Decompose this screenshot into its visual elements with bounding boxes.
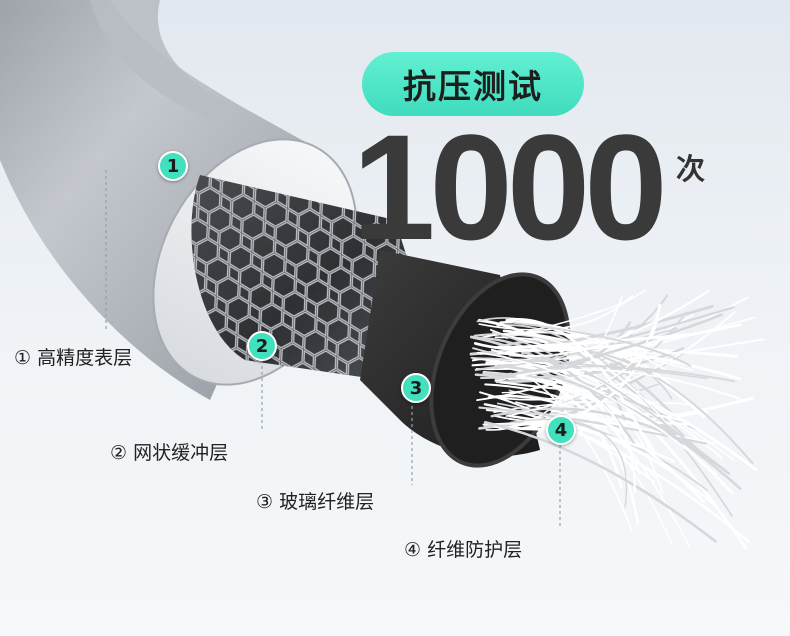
layer-label-fiberglass: ③ 玻璃纤维层	[256, 491, 375, 513]
fiber-strands	[469, 289, 765, 551]
fiber-strand	[473, 323, 742, 352]
fiber-strand	[492, 331, 708, 458]
fiber-strand	[516, 368, 741, 400]
fiber-strand	[507, 377, 636, 494]
fiber-strand	[509, 418, 628, 508]
pressure-test-badge: 抗压测试	[362, 52, 584, 116]
fiber-strand	[487, 394, 706, 504]
fiber-strand	[512, 289, 646, 336]
fiber-strand	[482, 423, 657, 479]
test-count-unit: 次	[676, 152, 706, 186]
layer-label-fiber-protection: ④ 纤维防护层	[404, 539, 523, 561]
fiber-strand	[505, 327, 654, 417]
fiber-strand	[477, 318, 748, 551]
layer-label-surface: ① 高精度表层	[14, 347, 133, 369]
fiber-strand	[492, 310, 736, 401]
fiber-strand	[483, 420, 717, 543]
test-count-number: 1000	[352, 103, 668, 271]
jacket-top-curve	[90, 0, 245, 122]
fiber-strand	[490, 289, 710, 358]
fiber-strand	[499, 320, 670, 385]
layer-marker-2: 2	[247, 331, 277, 361]
fiber-strand	[470, 356, 708, 380]
fiber-strand	[490, 407, 731, 475]
fiber-strand	[515, 401, 724, 446]
fiber-strand	[476, 351, 718, 476]
fiber-strand	[502, 333, 689, 350]
fiber-strand	[478, 294, 634, 331]
fiber-strand	[505, 318, 653, 453]
layer-marker-3: 3	[401, 373, 431, 403]
fiber-strand	[512, 321, 692, 367]
layer-marker-1: 1	[158, 151, 188, 181]
leader-lines	[105, 170, 561, 528]
layer-label-mesh-buffer: ② 网状缓冲层	[110, 442, 229, 464]
layer-marker-4: 4	[546, 415, 576, 445]
